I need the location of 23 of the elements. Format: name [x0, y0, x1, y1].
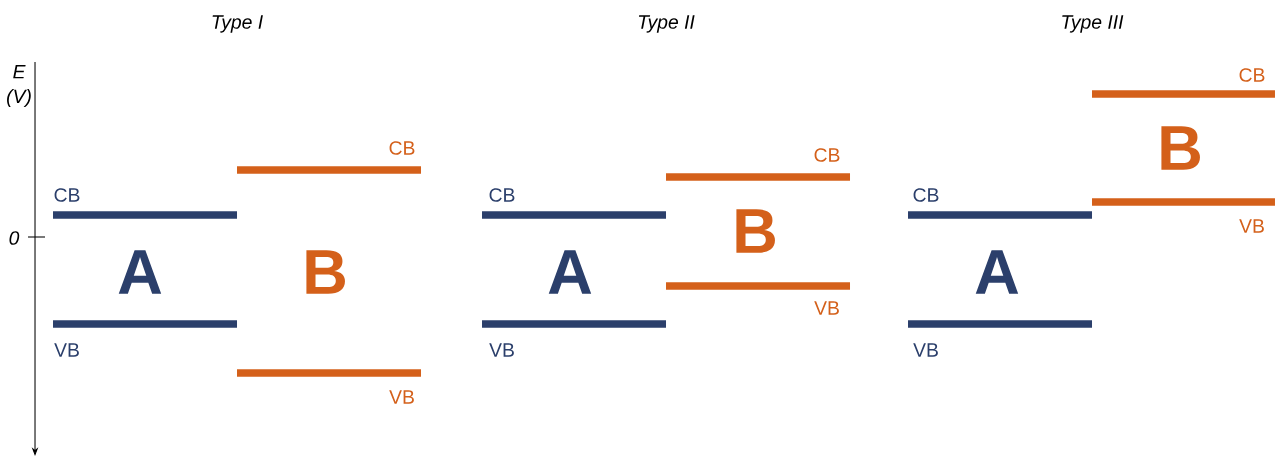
material-letter: B [736, 209, 775, 253]
material-letter: B [306, 250, 345, 294]
band-label: CB [1239, 68, 1265, 82]
band-label: VB [389, 390, 414, 404]
band-label: VB [913, 343, 938, 357]
band-label: CB [814, 148, 840, 162]
material-letter: A [548, 250, 592, 294]
band-label: CB [54, 188, 80, 202]
material-letter: B [1161, 126, 1200, 170]
band-label: VB [54, 343, 79, 357]
axis-label: E (V) [7, 65, 31, 107]
material-letter: A [975, 250, 1019, 294]
band-label: CB [489, 188, 515, 202]
tick-label: 0 [9, 231, 20, 245]
band-label: VB [489, 343, 514, 357]
material-letter: A [118, 250, 162, 294]
band-label: CB [389, 141, 415, 155]
band-label: VB [814, 301, 839, 315]
panel-title: Type III [1062, 15, 1124, 33]
band-label: VB [1239, 219, 1264, 233]
panel-title: Type I [212, 15, 263, 33]
band-label: CB [913, 188, 939, 202]
panel-title: Type II [638, 15, 695, 33]
